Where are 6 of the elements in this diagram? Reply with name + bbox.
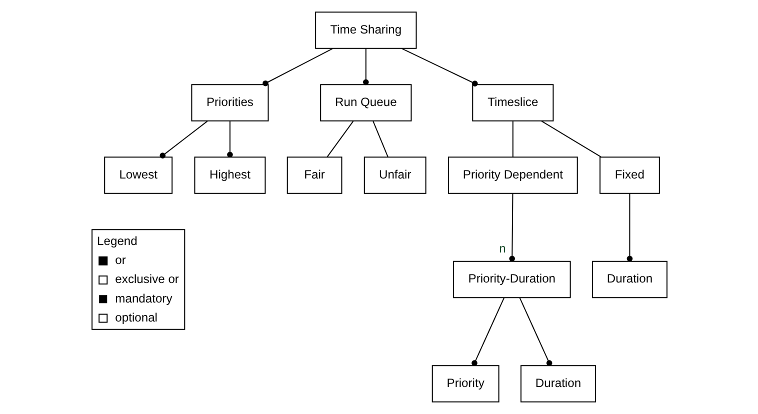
legend-label: exclusive or bbox=[114, 272, 178, 286]
legend-label: or bbox=[114, 252, 126, 267]
label: Legend bbox=[96, 234, 137, 248]
legend-label: mandatory bbox=[114, 291, 172, 306]
legend-label: optional bbox=[114, 310, 157, 324]
edge-label: n bbox=[498, 242, 506, 256]
